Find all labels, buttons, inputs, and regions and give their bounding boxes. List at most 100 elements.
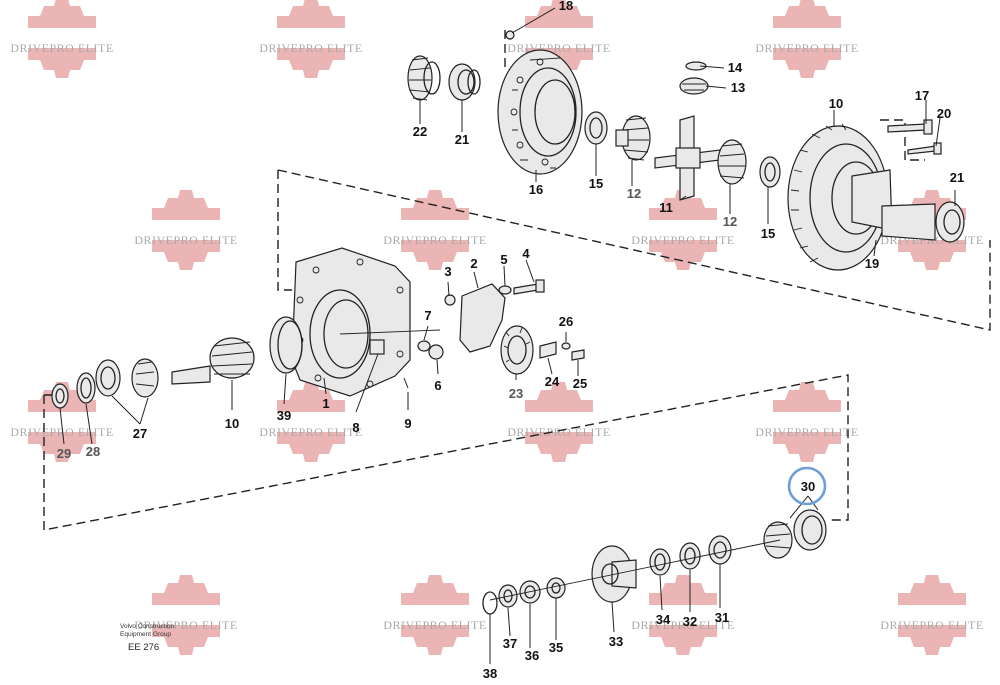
drive-pinion-10: [171, 337, 255, 385]
callout-1: 1: [322, 396, 329, 411]
bearings-27: [95, 358, 159, 398]
watermark-text: DRIVEPRO ELITE: [631, 618, 734, 632]
callout-10-top: 10: [829, 96, 843, 111]
shim-34: [649, 548, 671, 576]
spider-cross-11: [654, 115, 721, 201]
assembly-outlines: [43, 30, 991, 531]
bolt-18: [505, 7, 556, 40]
callout-28: 28: [86, 444, 100, 459]
watermark-logo: DRIVEPRO ELITE: [10, 382, 113, 462]
callout-labels: 18 14 13 10 17 20 22 21 16 15 12 11 12 1…: [57, 0, 964, 681]
callout-35: 35: [549, 640, 563, 655]
callout-24: 24: [545, 374, 560, 389]
bearing-cap-2: [444, 279, 545, 353]
bolts-17-20: [887, 119, 942, 155]
carrier-housing-1: [291, 247, 441, 397]
watermark-text: DRIVEPRO ELITE: [134, 618, 237, 632]
highlight-ring: [787, 466, 827, 506]
publisher-line-1: Volvo Construction: [120, 623, 175, 630]
watermark-logo: DRIVEPRO ELITE: [631, 575, 734, 655]
callout-12-right: 12: [723, 214, 737, 229]
callout-34: 34: [656, 612, 671, 627]
shims-28-29: [51, 372, 96, 409]
watermark-logo: DRIVEPRO ELITE: [134, 190, 237, 270]
watermark-logo: DRIVEPRO ELITE: [259, 0, 362, 78]
plugs-6-7: [417, 340, 444, 360]
bearing-30: [763, 509, 827, 559]
callout-13: 13: [731, 80, 745, 95]
bottom-group: [482, 509, 827, 615]
callout-18: 18: [559, 0, 573, 13]
callout-30: 30: [801, 479, 815, 494]
watermark-logo: DRIVEPRO ELITE: [259, 382, 362, 462]
callout-21-right: 21: [950, 170, 964, 185]
watermark-text: DRIVEPRO ELITE: [10, 425, 113, 439]
watermark-logo: DRIVEPRO ELITE: [755, 0, 858, 78]
callout-27: 27: [133, 426, 147, 441]
flange-33: [591, 545, 637, 603]
callout-2: 2: [470, 256, 477, 271]
reference-code: EE 276: [128, 642, 159, 653]
pin-9: [403, 377, 409, 389]
callout-22: 22: [413, 124, 427, 139]
adjusting-nut-23: [500, 325, 534, 375]
watermark-logo: DRIVEPRO ELITE: [755, 382, 858, 462]
differential-group: [407, 7, 965, 271]
watermark-text: DRIVEPRO ELITE: [10, 41, 113, 55]
thrust-washer-15-left: [584, 111, 608, 145]
callout-12-left: 12: [627, 186, 641, 201]
bearing-21-right: [881, 201, 965, 243]
watermark-text: DRIVEPRO ELITE: [507, 41, 610, 55]
publisher-line-2: Equipment Group: [120, 631, 171, 638]
watermark-text: DRIVEPRO ELITE: [134, 233, 237, 247]
callout-33: 33: [609, 634, 623, 649]
watermark-text: DRIVEPRO ELITE: [880, 618, 983, 632]
o-ring-39: [269, 316, 303, 374]
callout-15-left: 15: [589, 176, 603, 191]
callout-6: 6: [434, 378, 441, 393]
watermark-logo: DRIVEPRO ELITE: [10, 0, 113, 78]
watermark-text: DRIVEPRO ELITE: [755, 41, 858, 55]
watermark-text: DRIVEPRO ELITE: [259, 41, 362, 55]
callout-17: 17: [915, 88, 929, 103]
callout-3: 3: [444, 264, 451, 279]
callout-8: 8: [352, 420, 359, 435]
callout-16: 16: [529, 182, 543, 197]
shim-31: [708, 535, 732, 565]
watermark-text: DRIVEPRO ELITE: [383, 618, 486, 632]
watermark-text: DRIVEPRO ELITE: [631, 233, 734, 247]
callout-11: 11: [659, 200, 673, 215]
callout-29: 29: [57, 446, 71, 461]
watermark-text: DRIVEPRO ELITE: [755, 425, 858, 439]
watermark-text: DRIVEPRO ELITE: [259, 425, 362, 439]
callout-19: 19: [865, 256, 879, 271]
callout-23: 23: [509, 386, 523, 401]
callout-20: 20: [937, 106, 951, 121]
lock-plate-24: [539, 341, 585, 361]
callout-26: 26: [559, 314, 573, 329]
callout-4: 4: [522, 246, 530, 261]
housing-group: [51, 247, 585, 409]
crown-wheel-10: [787, 123, 893, 271]
shim-32: [679, 542, 701, 570]
publisher-footer: Volvo Construction Equipment Group EE 27…: [120, 623, 175, 653]
differential-housing-16: [497, 49, 583, 175]
watermark-logo: DRIVEPRO ELITE: [134, 575, 237, 655]
bottom-axis-line: [489, 539, 781, 601]
callout-31: 31: [715, 610, 729, 625]
watermark-logo: DRIVEPRO ELITE: [631, 190, 734, 270]
callout-7: 7: [424, 308, 431, 323]
callout-9: 9: [404, 416, 411, 431]
side-gear-12-right: [717, 139, 747, 185]
callout-14: 14: [728, 60, 743, 75]
watermark-logo: DRIVEPRO ELITE: [880, 575, 983, 655]
thrust-washer-15-right: [759, 156, 781, 188]
callout-36: 36: [525, 648, 539, 663]
bearing-21-left: [448, 63, 481, 101]
watermark-logo: DRIVEPRO ELITE: [383, 190, 486, 270]
callout-21-left: 21: [455, 132, 469, 147]
callout-32: 32: [683, 614, 697, 629]
callout-38: 38: [483, 666, 497, 681]
